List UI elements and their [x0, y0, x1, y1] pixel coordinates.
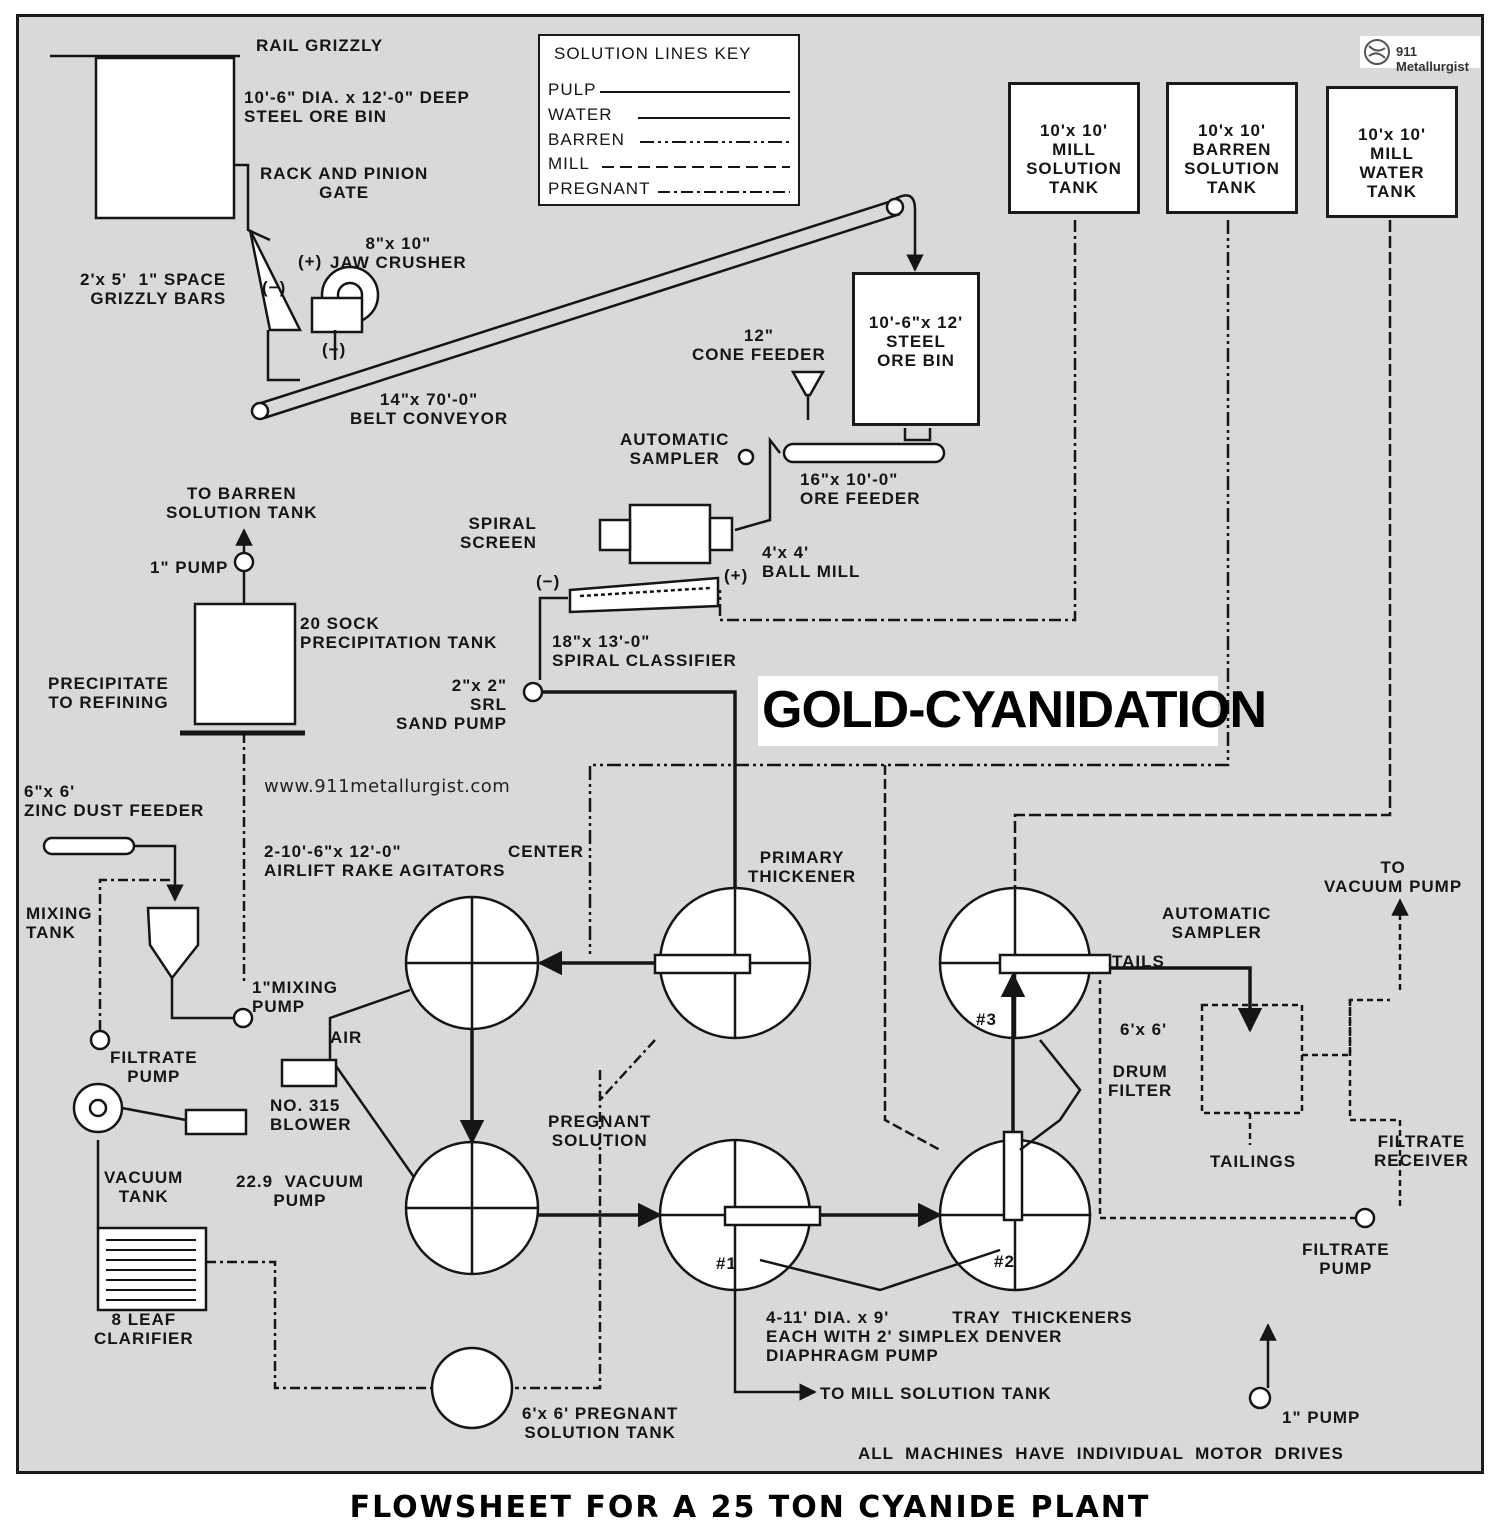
leaf-clarifier-label: 8 LEAF CLARIFIER: [94, 1310, 194, 1348]
ore-bin-label: 10'-6" DIA. x 12'-0" DEEP STEEL ORE BIN: [244, 88, 470, 126]
thickener-3-number: #3: [976, 1010, 997, 1029]
to-mill-solution-label: TO MILL SOLUTION TANK: [820, 1384, 1052, 1403]
grizzly-bars: [248, 229, 303, 332]
spiral-classifier-label: 18"x 13'-0" SPIRAL CLASSIFIER: [552, 632, 737, 670]
mixing-tank: [146, 906, 200, 981]
logo-text: 911 Metallurgist: [1396, 44, 1469, 74]
filtrate-receiver-label: FILTRATE RECEIVER: [1374, 1132, 1469, 1170]
website-url: www.911metallurgist.com: [264, 776, 511, 797]
solution-lines-key: SOLUTION LINES KEY PULP WATER BARREN MIL…: [538, 34, 800, 206]
mill-water-tank-label: 10'x 10' MILL WATER TANK: [1357, 125, 1427, 201]
filtrate-pump-left: [89, 1029, 111, 1051]
automatic-sampler-label: AUTOMATIC SAMPLER: [620, 430, 730, 468]
key-line-samples: [600, 91, 790, 193]
blower: [280, 1058, 338, 1088]
mixing-pump: [232, 1007, 254, 1029]
brand-logo: 911 Metallurgist: [1360, 36, 1480, 74]
key-item-water: WATER: [548, 105, 613, 124]
heading-background: [758, 676, 1218, 746]
steel-ore-bin-label: 10'-6"x 12' STEEL ORE BIN: [868, 313, 964, 370]
key-item-pregnant: PREGNANT: [548, 179, 651, 198]
rack-gate: [234, 163, 271, 242]
center-label: CENTER: [508, 842, 584, 861]
pump-top: [233, 551, 255, 573]
automatic-sampler-right-label: AUTOMATIC SAMPLER: [1162, 904, 1272, 942]
ore-feeder: [782, 442, 946, 464]
zinc-feeder-label: 6"x 6' ZINC DUST FEEDER: [24, 782, 205, 820]
spiral-screen-label: SPIRAL SCREEN: [460, 514, 537, 552]
ball-mill-label: 4'x 4' BALL MILL: [762, 543, 861, 581]
filtrate-pump-left-label: FILTRATE PUMP: [110, 1048, 198, 1086]
mill-solution-tank: 10'x 10' MILL SOLUTION TANK: [1008, 82, 1140, 214]
barren-solution-tank-label: 10'x 10' BARREN SOLUTION TANK: [1184, 121, 1280, 197]
rack-gate-label: RACK AND PINION GATE: [260, 164, 429, 202]
vacuum-tank-label: VACUUM TANK: [104, 1168, 184, 1206]
vacuum-pump-label: 22.9 VACUUM PUMP: [236, 1172, 364, 1210]
thickener-1-number: #1: [716, 1254, 737, 1273]
sampler-top: [737, 448, 755, 466]
plus-sign-crusher: (+): [298, 252, 323, 271]
sand-pump-label: 2"x 2" SRL SAND PUMP: [396, 676, 508, 733]
mill-solution-tank-label: 10'x 10' MILL SOLUTION TANK: [1026, 121, 1122, 197]
tails-label: TAILS: [1112, 952, 1165, 971]
sock-tank-label: 20 SOCK PRECIPITATION TANK: [300, 614, 498, 652]
spiral-classifier: [568, 576, 720, 614]
minus-sign-crusher: (−): [322, 340, 347, 359]
belt-conveyor-label: 14"x 70'-0" BELT CONVEYOR: [350, 390, 509, 428]
vacuum-tank: [72, 1082, 124, 1134]
to-barren-label: TO BARREN SOLUTION TANK: [166, 484, 318, 522]
pump-bottom-label: 1" PUMP: [1282, 1408, 1361, 1427]
pregnant-tank: [430, 1346, 514, 1430]
globe-icon: [1364, 39, 1390, 65]
vacuum-pump: [184, 1108, 248, 1136]
belt-conveyor: [257, 198, 901, 420]
mixing-pump-label: 1"MIXING PUMP: [252, 978, 338, 1016]
thickener-2-number: #2: [994, 1252, 1015, 1271]
drum-filter: [1200, 1003, 1304, 1115]
to-vacuum-label: TO VACUUM PUMP: [1324, 858, 1463, 896]
mill-water-tank: 10'x 10' MILL WATER TANK: [1326, 86, 1458, 218]
key-title: SOLUTION LINES KEY: [554, 44, 752, 63]
filtrate-pump-right-label: FILTRATE PUMP: [1302, 1240, 1390, 1278]
drum-filter-size-label: 6'x 6': [1120, 1020, 1168, 1039]
cone-feeder: [790, 370, 826, 397]
filtrate-pump-right: [1354, 1207, 1376, 1229]
pregnant-solution-label: PREGNANT SOLUTION: [548, 1112, 652, 1150]
minus-sign-grizzly: (−): [262, 278, 287, 297]
motor-drives-note: ALL MACHINES HAVE INDIVIDUAL MOTOR DRIVE…: [858, 1444, 1344, 1463]
key-item-barren: BARREN: [548, 130, 625, 149]
zinc-feeder: [42, 836, 136, 856]
diagram-heading: GOLD-CYANIDATION: [762, 681, 1267, 739]
air-label: AIR: [330, 1028, 363, 1047]
blower-label: NO. 315 BLOWER: [270, 1096, 352, 1134]
sock-tank: [193, 602, 297, 726]
diagram-caption: FLOWSHEET FOR A 25 TON CYANIDE PLANT: [349, 1490, 1151, 1525]
rail-grizzly-label: RAIL GRIZZLY: [256, 36, 384, 55]
top-ore-bin: [94, 56, 236, 220]
agitators-label: 2-10'-6"x 12'-0" AIRLIFT RAKE AGITATORS: [264, 842, 506, 880]
steel-ore-bin: 10'-6"x 12' STEEL ORE BIN: [852, 272, 980, 426]
cone-feeder-label: 12" CONE FEEDER: [692, 326, 826, 364]
precipitate-label: PRECIPITATE TO REFINING: [48, 674, 169, 712]
jaw-crusher-label: 8"x 10" JAW CRUSHER: [330, 234, 467, 272]
grizzly-bars-label: 2'x 5' 1" SPACE GRIZZLY BARS: [80, 270, 227, 308]
key-item-pulp: PULP: [548, 80, 597, 99]
key-item-mill: MILL: [548, 154, 590, 173]
tailings-label: TAILINGS: [1210, 1152, 1297, 1171]
barren-solution-tank: 10'x 10' BARREN SOLUTION TANK: [1166, 82, 1298, 214]
mixing-tank-label: MIXING TANK: [26, 904, 93, 942]
pregnant-tank-label: 6'x 6' PREGNANT SOLUTION TANK: [522, 1404, 679, 1442]
pump-top-label: 1" PUMP: [150, 558, 229, 577]
ball-mill: [628, 503, 712, 565]
plus-sign-classifier: (+): [724, 566, 749, 585]
primary-thickener-label: PRIMARY THICKENER: [748, 848, 857, 886]
drum-filter-label: DRUM FILTER: [1108, 1062, 1173, 1100]
pump-bottom: [1248, 1386, 1272, 1410]
tray-thickeners-label: 4-11' DIA. x 9' TRAY THICKENERS EACH WIT…: [766, 1308, 1133, 1365]
ore-feeder-label: 16"x 10'-0" ORE FEEDER: [800, 470, 921, 508]
minus-sign-classifier: (−): [536, 572, 561, 591]
sand-pump: [522, 681, 544, 703]
